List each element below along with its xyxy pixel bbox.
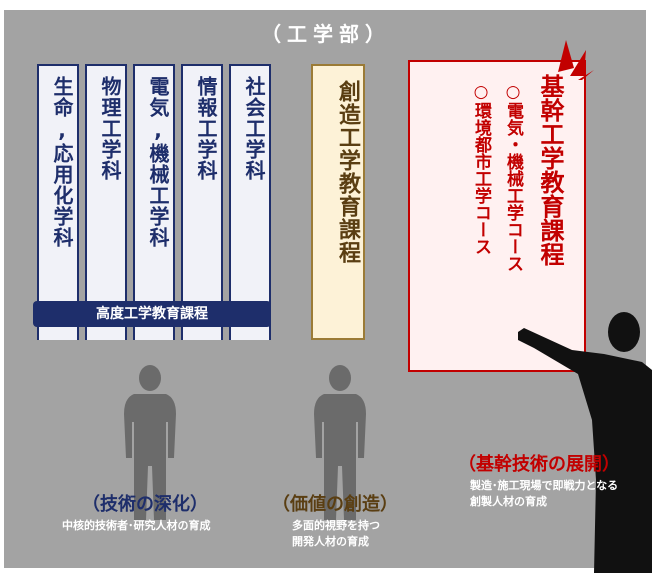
creative-program-column: 創造工学教育課程 — [311, 64, 365, 340]
caption-core-sub1: 製造･施工現場で即戦力となる — [470, 479, 619, 492]
department-column-info: 情報工学科 — [181, 64, 223, 340]
core-course-civil-env: ○環境都市工学コース — [471, 82, 491, 255]
core-program-title: 基幹工学教育課程 — [536, 74, 564, 266]
exclamation-spark-icon — [558, 40, 594, 80]
pointing-person-silhouette-icon — [518, 312, 652, 573]
department-column-civil: 社会工学科 — [229, 64, 271, 340]
person-silhouette-icon — [124, 365, 176, 520]
caption-deepen-sub: 中核的技術者･研究人材の育成 — [62, 519, 211, 532]
caption-value-sub1: 多面的視野を持つ — [292, 519, 380, 532]
caption-core-title: （基幹技術の展開） — [458, 454, 620, 475]
creative-program-label: 創造工学教育課程 — [335, 80, 360, 264]
department-label-life: 生命,応用化学科 — [50, 76, 74, 248]
person-silhouette-icon — [314, 365, 366, 520]
department-label-elec-mech: 電気,機械工学科 — [146, 76, 170, 248]
department-label-civil: 社会工学科 — [242, 76, 266, 181]
advanced-program-band: 高度工学教育課程 — [33, 301, 271, 327]
core-course-elec-mech: ○電気・機械工学コース — [503, 82, 523, 272]
caption-value-sub2: 開発人材の育成 — [292, 535, 369, 548]
department-label-info: 情報工学科 — [194, 76, 218, 181]
caption-value-title: （価値の創造） — [272, 494, 398, 515]
core-program-box: 基幹工学教育課程 ○電気・機械工学コース ○環境都市工学コース — [408, 60, 586, 372]
department-label-physics: 物理工学科 — [98, 76, 122, 181]
department-column-physics: 物理工学科 — [85, 64, 127, 340]
caption-deepen-title: （技術の深化） — [82, 494, 208, 515]
department-column-elec-mech: 電気,機械工学科 — [133, 64, 175, 340]
department-column-life: 生命,応用化学科 — [37, 64, 79, 340]
faculty-title: （工学部） — [261, 22, 391, 46]
caption-core-sub2: 創製人材の育成 — [470, 495, 547, 508]
